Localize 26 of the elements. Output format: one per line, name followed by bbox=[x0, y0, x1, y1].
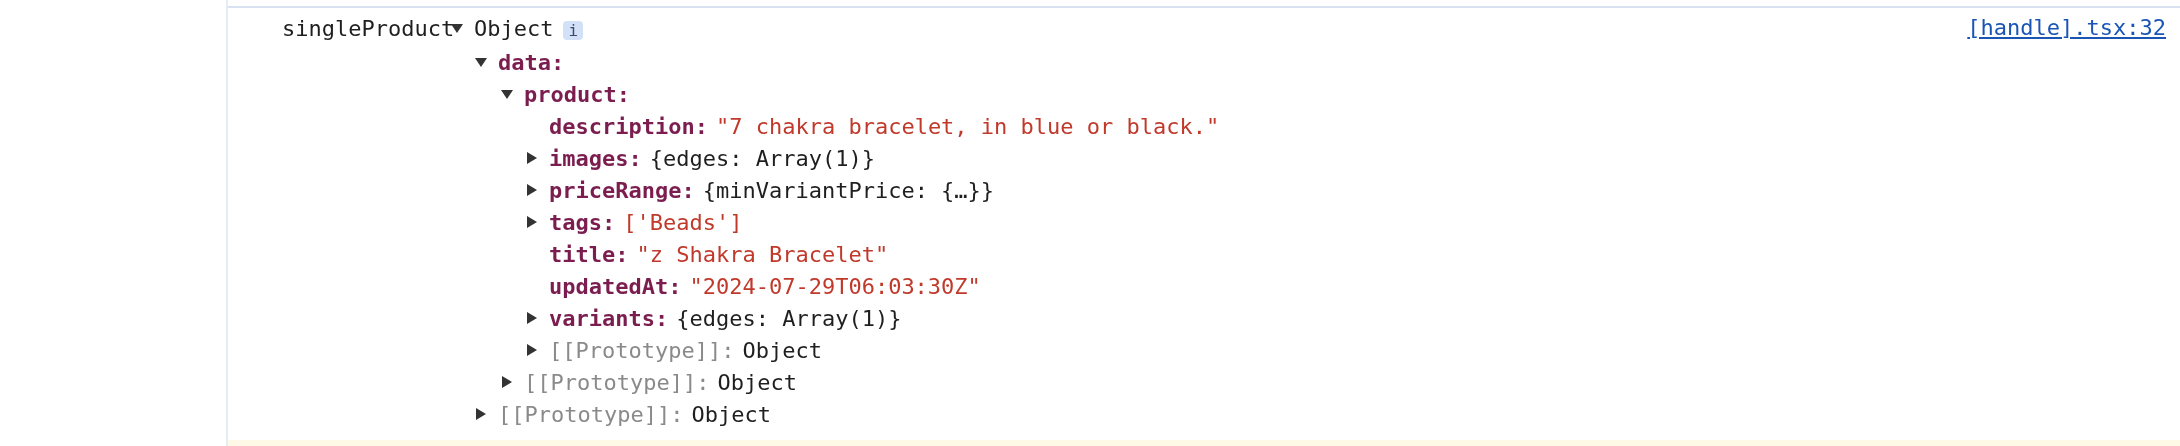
property-key: [[Prototype]]: bbox=[524, 369, 710, 395]
value-text: Object bbox=[717, 369, 797, 395]
property-key: product: bbox=[524, 81, 630, 107]
object-preview: {edges: Array(1)} bbox=[676, 305, 902, 331]
string-value: "z Shakra Bracelet" bbox=[636, 241, 889, 267]
property-key: [[Prototype]]: bbox=[498, 401, 684, 427]
property-key: images: bbox=[549, 145, 642, 171]
object-preview: {minVariantPrice: {…}} bbox=[702, 177, 995, 203]
property-key: priceRange: bbox=[549, 177, 695, 203]
value-text: Object bbox=[742, 337, 822, 363]
property-key: description: bbox=[549, 113, 708, 139]
source-link: [handle].tsx:32 bbox=[1967, 13, 2166, 42]
property-key: title: bbox=[549, 241, 629, 267]
value-text: singleProduct bbox=[282, 15, 455, 41]
object-preview: {edges: Array(1)} bbox=[649, 145, 875, 171]
string-value: "2024-07-29T06:03:30Z" bbox=[689, 273, 981, 299]
property-key: data: bbox=[498, 49, 565, 75]
value-text: Object bbox=[691, 401, 771, 427]
property-key: updatedAt: bbox=[549, 273, 682, 299]
property-key: variants: bbox=[549, 305, 669, 331]
property-key: tags: bbox=[549, 209, 616, 235]
info-badge: i bbox=[563, 20, 584, 40]
property-key: [[Prototype]]: bbox=[549, 337, 735, 363]
string-value: "7 chakra bracelet, in blue or black." bbox=[715, 113, 1220, 139]
string-value: ['Beads'] bbox=[623, 209, 743, 235]
value-text: Object bbox=[474, 15, 554, 41]
